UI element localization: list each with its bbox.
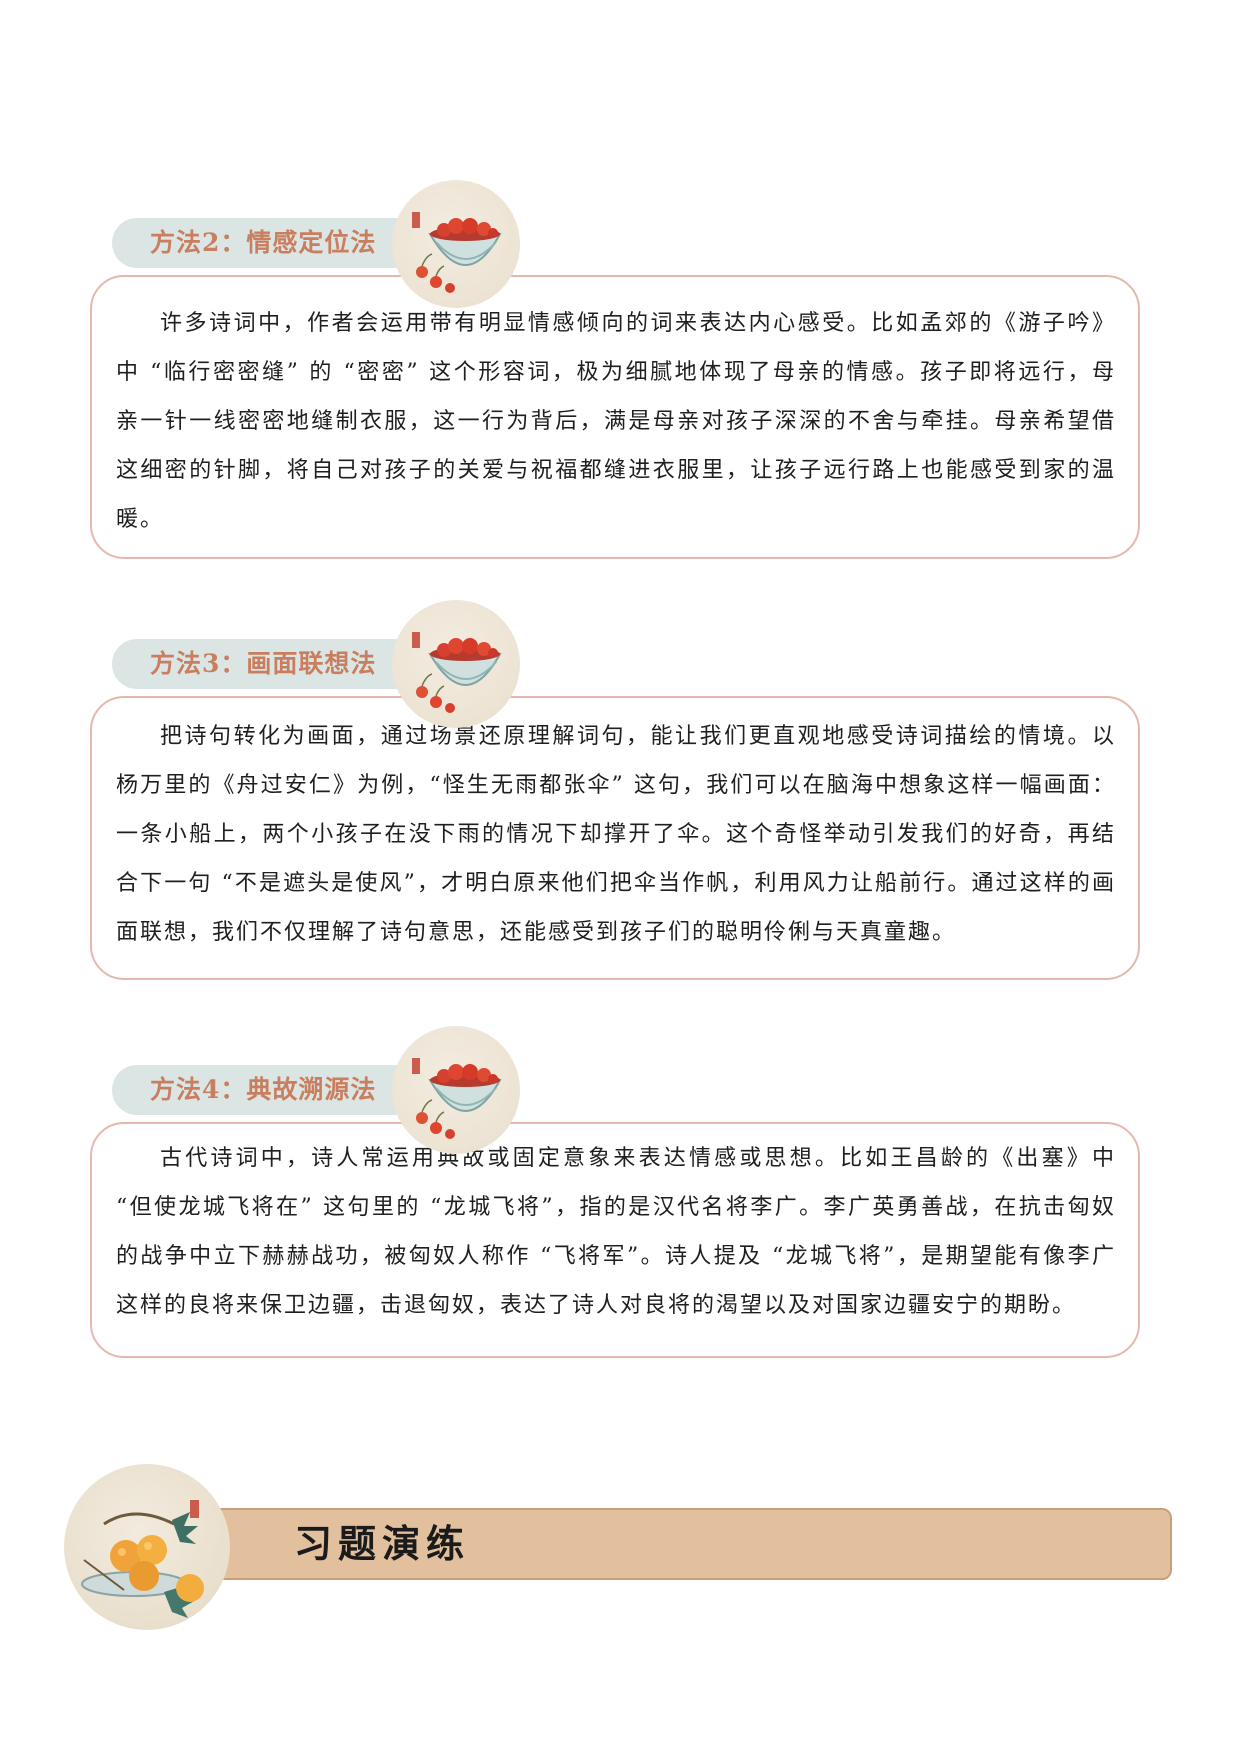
method-tab-label: 方法2：情感定位法 — [150, 228, 377, 257]
cherry-bowl-icon — [392, 1026, 520, 1154]
method-content-box: 许多诗词中，作者会运用带有明显情感倾向的词来表达内心感受。比如孟郊的《游子吟》中… — [90, 275, 1140, 559]
cherry-bowl-icon — [392, 180, 520, 308]
method-content-box: 把诗句转化为画面，通过场景还原理解词句，能让我们更直观地感受诗词描绘的情境。以杨… — [90, 696, 1140, 980]
cherry-bowl-icon — [392, 600, 520, 728]
method-tab: 方法4：典故溯源法 — [112, 1065, 422, 1115]
exercise-banner: 习题演练 — [192, 1508, 1172, 1580]
method-content-box: 古代诗词中，诗人常运用典故或固定意象来表达情感或思想。比如王昌龄的《出塞》中 “… — [90, 1122, 1140, 1358]
method-tab: 方法3：画面联想法 — [112, 639, 422, 689]
method-paragraph: 把诗句转化为画面，通过场景还原理解词句，能让我们更直观地感受诗词描绘的情境。以杨… — [116, 724, 1116, 945]
method-tab: 方法2：情感定位法 — [112, 218, 422, 268]
banner-title: 习题演练 — [294, 1521, 471, 1566]
method-tab-label: 方法4：典故溯源法 — [150, 1075, 377, 1104]
loquat-plate-icon — [64, 1464, 230, 1630]
method-tab-label: 方法3：画面联想法 — [150, 649, 377, 678]
method-paragraph: 许多诗词中，作者会运用带有明显情感倾向的词来表达内心感受。比如孟郊的《游子吟》中… — [116, 311, 1116, 532]
method-paragraph: 古代诗词中，诗人常运用典故或固定意象来表达情感或思想。比如王昌龄的《出塞》中 “… — [116, 1146, 1116, 1318]
